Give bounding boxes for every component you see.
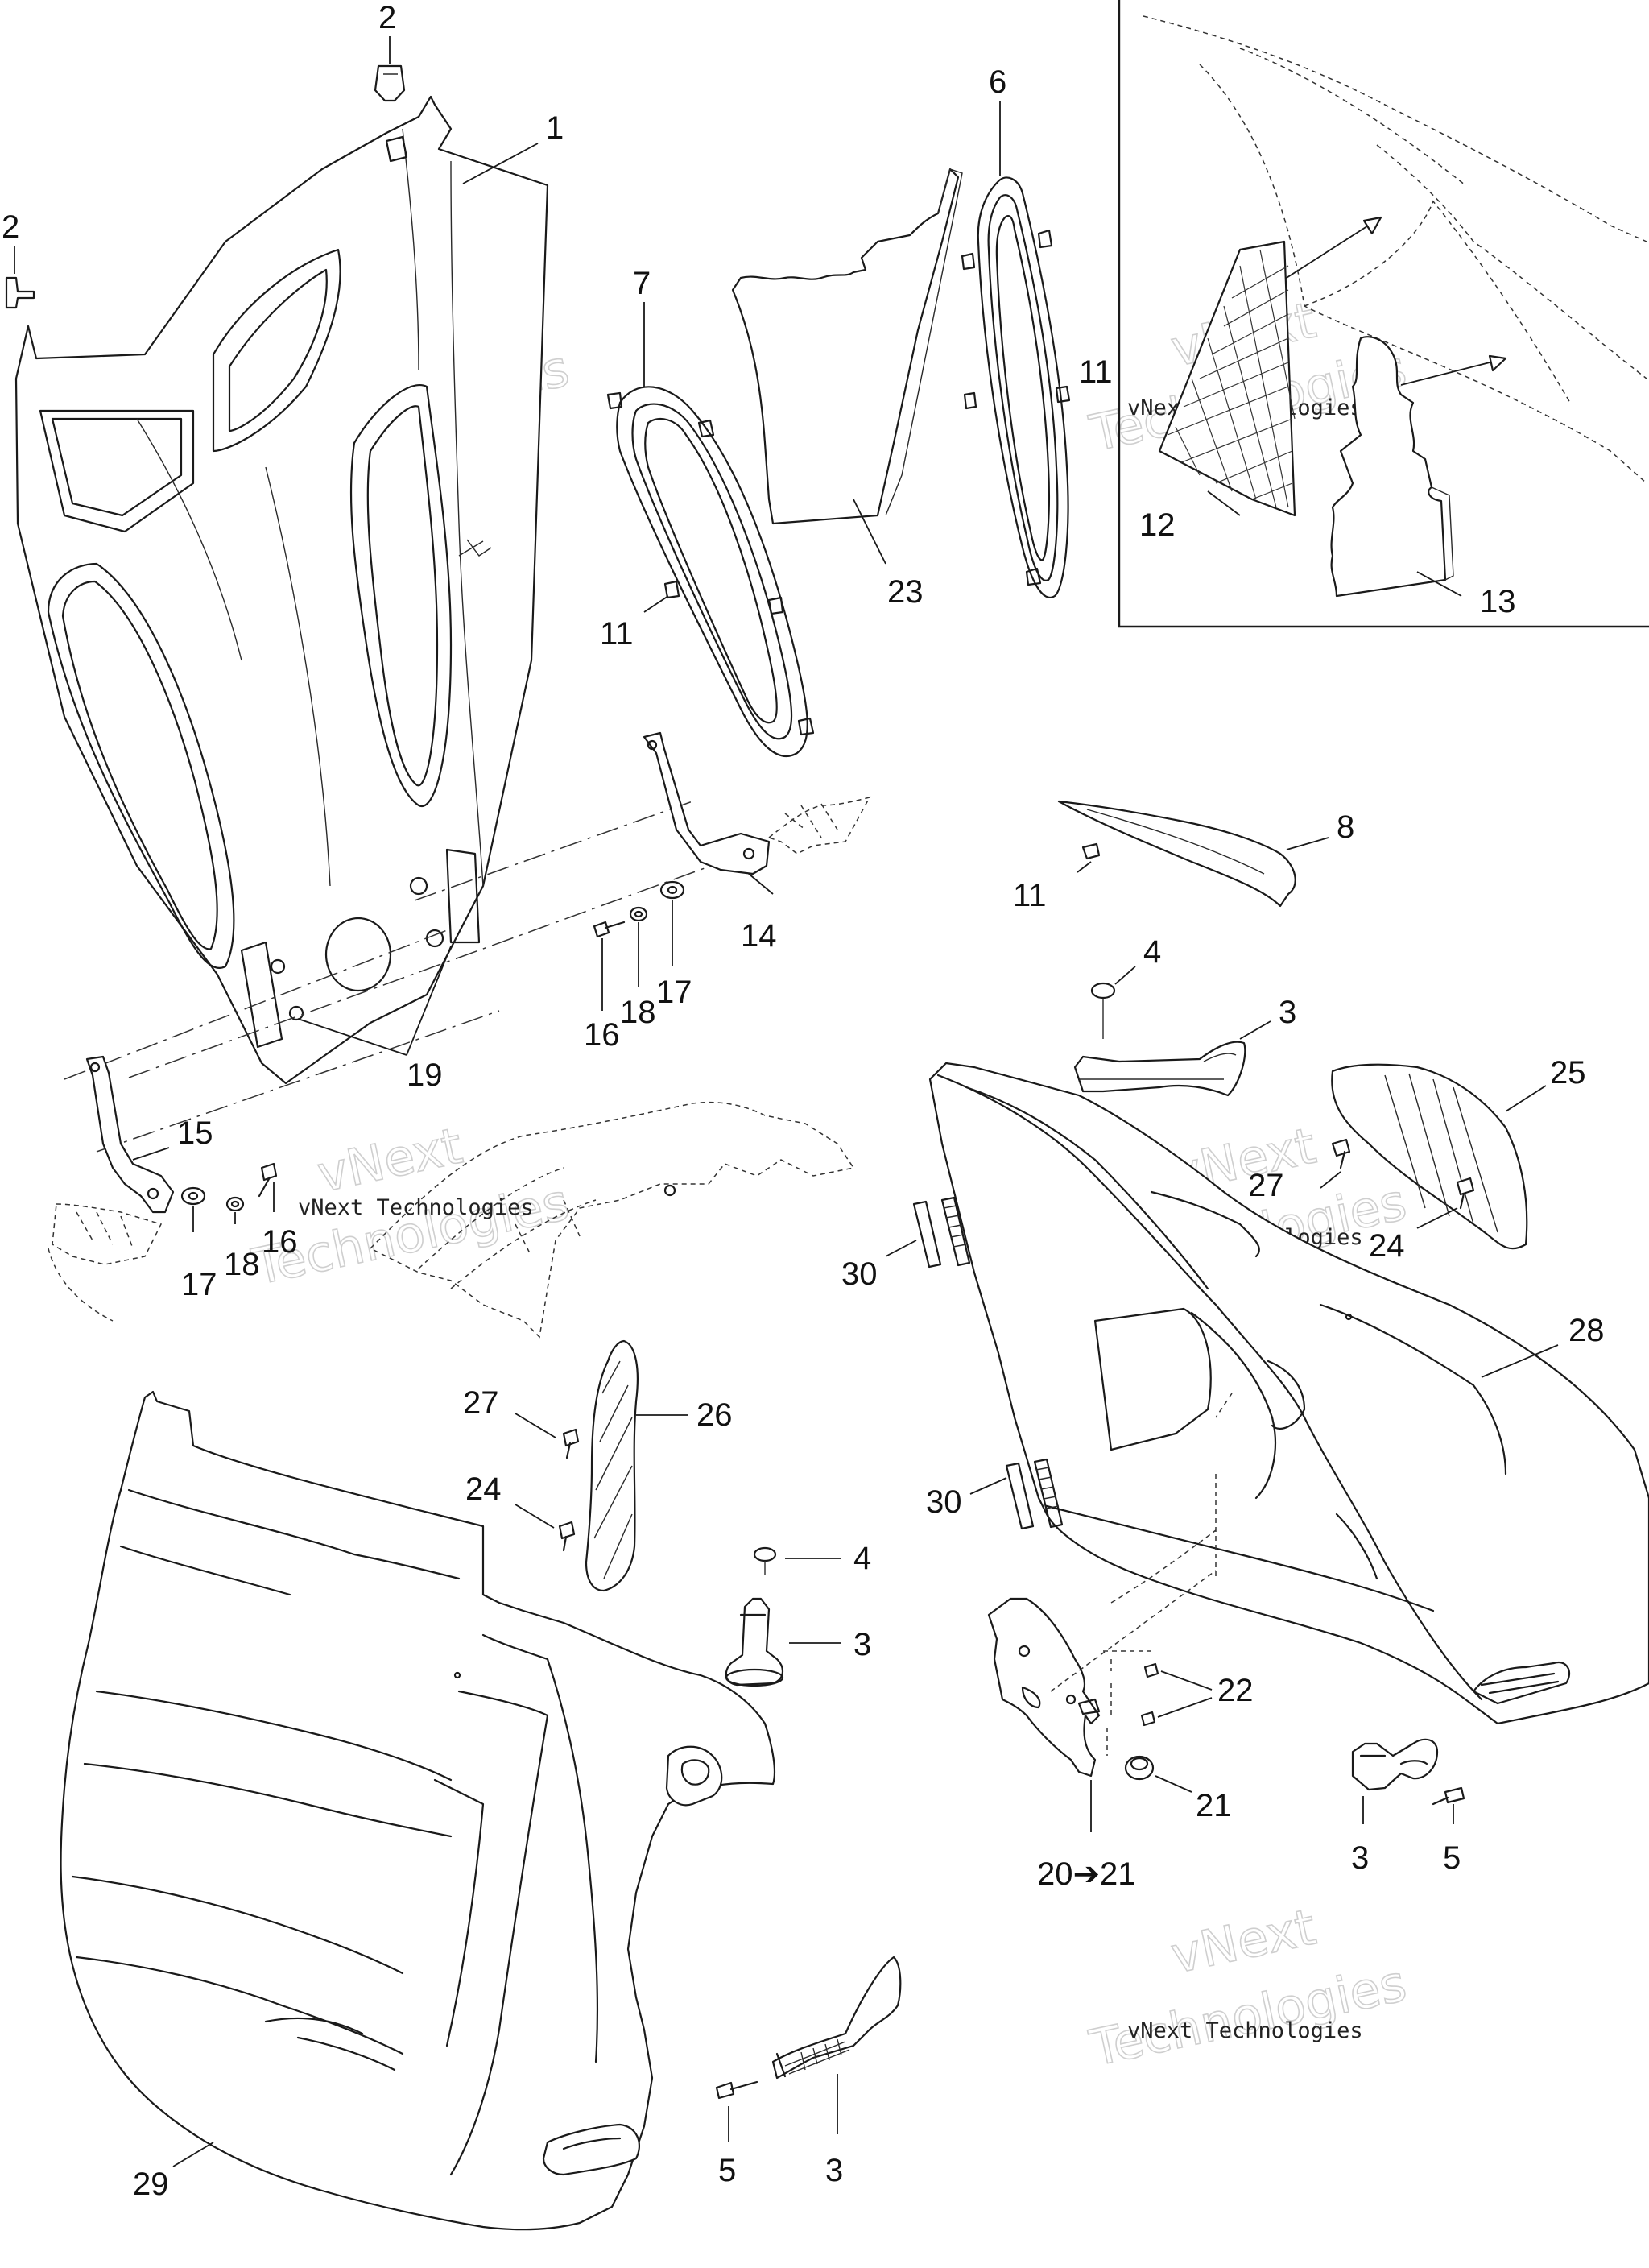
svg-text:vNext Technologies: vNext Technologies (298, 1195, 534, 1220)
callout-13: 13 (1480, 584, 1516, 619)
part-24-screw-right (1456, 1177, 1475, 1210)
part-8-trim-cover (1057, 800, 1296, 908)
callout-23: 23 (887, 574, 924, 610)
part-14-bracket (643, 731, 771, 875)
part-3-handle-upper (1073, 1041, 1246, 1097)
callout-20-21: 20➔21 (1037, 1856, 1136, 1892)
callout-8: 8 (1337, 809, 1354, 845)
part-4-push-rivet-upper (1090, 982, 1116, 1039)
callout-15: 15 (177, 1115, 213, 1151)
part-20-latch-bracket (987, 1597, 1101, 1778)
part-22-screw-a (1143, 1662, 1159, 1678)
callout-30-lower: 30 (926, 1484, 962, 1520)
part-24-screw-left (558, 1521, 576, 1552)
part-3-handle-mid (725, 1597, 784, 1687)
callout-3-upper: 3 (1279, 995, 1296, 1030)
callout-17-lower: 17 (181, 1267, 217, 1302)
svg-text:vNext Technologies: vNext Technologies (1127, 2018, 1363, 2043)
part-5-screw-right (1432, 1786, 1465, 1806)
callout-21: 21 (1196, 1788, 1232, 1823)
watermark-mid-left: vNext Technologies vNext Technologies (246, 1115, 574, 1297)
inset-seat-outline (1143, 15, 1647, 242)
callout-18-lower: 18 (224, 1247, 260, 1282)
part-4-push-rivet-mid (753, 1546, 777, 1575)
callout-11-right: 11 (1079, 354, 1113, 390)
inset-frame (1118, 0, 1649, 628)
part-3-handle-bottom (771, 1956, 902, 2080)
callout-5-bottom: 5 (718, 2153, 736, 2188)
callout-2-left: 2 (2, 209, 19, 245)
callout-24-right: 24 (1369, 1228, 1405, 1264)
frame-section-right-dashed (767, 796, 871, 855)
part-1-side-panel (14, 95, 549, 1085)
part-13-foam-block (1330, 336, 1454, 598)
callout-11-left: 11 (600, 616, 634, 652)
watermark-bottom-right: vNext Technologies vNext Technologies (1084, 1897, 1411, 2079)
callout-16-lower: 16 (262, 1224, 298, 1260)
part-17-washer-lower (180, 1186, 206, 1206)
callout-3-mid: 3 (853, 1627, 871, 1662)
part-12-foam-pad (1158, 240, 1296, 517)
part-21-grommet (1124, 1755, 1155, 1781)
callout-24-left: 24 (465, 1471, 502, 1507)
part-2-clip-top (374, 64, 406, 102)
frame-section-left-dashed (48, 1203, 163, 1322)
callout-1: 1 (546, 110, 564, 146)
part-27-screw-left (562, 1428, 580, 1459)
part-27-screw-right (1331, 1138, 1351, 1169)
callout-6: 6 (989, 64, 1006, 100)
part-16-bolt-upper (593, 921, 626, 938)
svg-text:vNext: vNext (312, 1116, 467, 1204)
callout-29: 29 (133, 2167, 169, 2202)
callout-4-upper: 4 (1143, 934, 1161, 970)
callout-12: 12 (1139, 507, 1176, 543)
callout-7: 7 (633, 266, 651, 301)
part-5-screw-bottom (715, 2080, 758, 2100)
part-15-bracket (85, 1055, 175, 1214)
part-25-knee-pad (1331, 1063, 1528, 1250)
callout-27-left: 27 (463, 1385, 499, 1421)
part-18-nut-upper (629, 906, 648, 922)
callout-30-upper: 30 (841, 1256, 878, 1292)
callout-18-upper: 18 (620, 995, 656, 1030)
part-18-nut-lower (225, 1196, 245, 1212)
part-23-foam-insert (731, 168, 963, 525)
callout-17-upper: 17 (656, 975, 692, 1010)
part-7-vent-frame (606, 386, 815, 758)
callout-25: 25 (1550, 1055, 1586, 1091)
part-16-bolt-lower (258, 1162, 278, 1198)
callout-16-upper: 16 (584, 1017, 620, 1053)
part-3-handle-right (1351, 1738, 1439, 1791)
part-29-side-panel (60, 1390, 776, 2231)
part-28-side-panel (928, 1062, 1649, 1725)
part-30-strip-lower (1005, 1458, 1064, 1530)
part-17-washer-upper (659, 880, 685, 900)
callout-3-right: 3 (1351, 1840, 1369, 1876)
callout-14: 14 (741, 918, 777, 954)
callout-28: 28 (1568, 1313, 1605, 1348)
part-30-strip-upper (912, 1196, 971, 1269)
callout-26: 26 (696, 1397, 733, 1433)
callout-11-lower: 11 (1013, 878, 1047, 913)
part-2-clip-left (5, 276, 35, 309)
callout-27-right: 27 (1248, 1168, 1284, 1203)
inset-detail-panel: 12 13 (1118, 0, 1649, 628)
callout-2-top: 2 (378, 0, 396, 35)
part-26-side-pad (585, 1339, 639, 1592)
svg-text:Technologies: Technologies (1085, 1953, 1411, 2077)
callout-22: 22 (1217, 1673, 1254, 1708)
svg-text:vNext: vNext (1166, 1898, 1320, 1985)
part-6-vent-frame (961, 176, 1071, 598)
callout-19: 19 (407, 1057, 443, 1093)
frame-tube-middle-dashed (369, 1101, 855, 1339)
callout-3-bottom: 3 (825, 2153, 843, 2188)
callout-5-right: 5 (1443, 1840, 1461, 1876)
callout-4-mid: 4 (853, 1541, 871, 1576)
part-22-screw-b (1140, 1711, 1156, 1727)
